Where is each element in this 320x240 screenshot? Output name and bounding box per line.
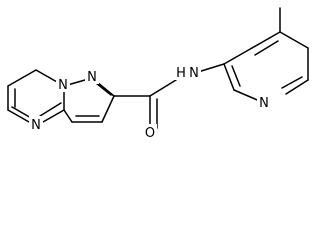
bond (285, 79, 309, 95)
atom-label-nh: N (189, 66, 199, 81)
label-bg (257, 94, 271, 110)
bond (197, 63, 225, 73)
atom-labels: N N N O H N N (29, 64, 271, 141)
bond (63, 109, 73, 123)
label-bg (85, 68, 99, 84)
bond (7, 69, 37, 87)
amide-group (113, 63, 225, 129)
bond (281, 76, 303, 89)
bond (39, 102, 62, 117)
label-bg (56, 76, 70, 92)
bond (251, 31, 281, 49)
atom-label-n3: N (31, 118, 41, 133)
atom-label-n4: N (259, 96, 269, 111)
pyrimidine-ring (7, 69, 65, 127)
label-bg (175, 64, 201, 80)
atom-label-o: O (145, 126, 155, 141)
bond (231, 65, 241, 87)
atom-label-n2: N (87, 70, 97, 85)
bond (223, 63, 235, 91)
bond (101, 95, 115, 123)
bond (149, 79, 177, 97)
label-bg (143, 124, 157, 140)
pyridine-ring (223, 7, 309, 103)
chemical-structure-diagram: N N N O H N N (7, 7, 309, 141)
bond (95, 82, 112, 96)
bond (223, 47, 253, 65)
bond (279, 31, 309, 49)
bond (254, 40, 279, 56)
atom-label-h: H (176, 66, 186, 81)
atom-label-n1: N (58, 78, 68, 93)
label-bg (29, 116, 43, 132)
